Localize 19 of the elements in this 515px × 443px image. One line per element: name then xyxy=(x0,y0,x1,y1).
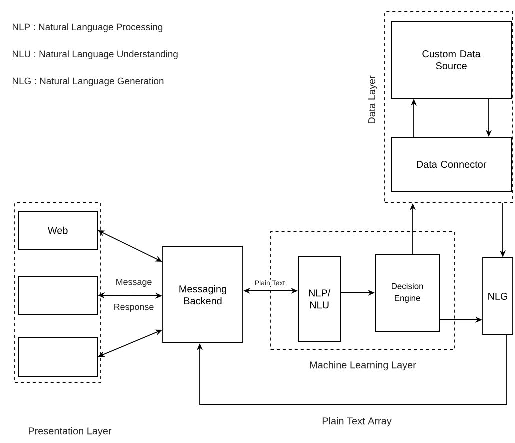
process-box: NLG xyxy=(482,258,514,336)
edge-label: Message xyxy=(115,278,153,288)
process-box xyxy=(18,337,98,377)
note-text: NLP : Natural Language Processing xyxy=(13,24,163,32)
node-label: Presentation Layer xyxy=(29,427,112,437)
process-box: Custom Data Source xyxy=(391,21,512,99)
process-box: Web xyxy=(18,211,98,250)
edge-label: Plain Text Array xyxy=(322,416,392,428)
process-box: Decision Engine xyxy=(375,254,440,332)
process-box: Messaging Backend xyxy=(162,246,244,344)
note-text: Response xyxy=(114,304,154,312)
node-label: Machine Learning Layer xyxy=(310,361,416,371)
process-box: Data Connector xyxy=(391,137,512,192)
arrow xyxy=(196,335,508,406)
process-box: NLP/ NLU xyxy=(298,256,341,342)
process-box xyxy=(18,276,98,315)
note-text: NLG : Natural Language Generation xyxy=(13,78,164,86)
note-text: NLU : Natural Language Understanding xyxy=(13,50,178,60)
node-label: Data Layer xyxy=(368,76,378,124)
